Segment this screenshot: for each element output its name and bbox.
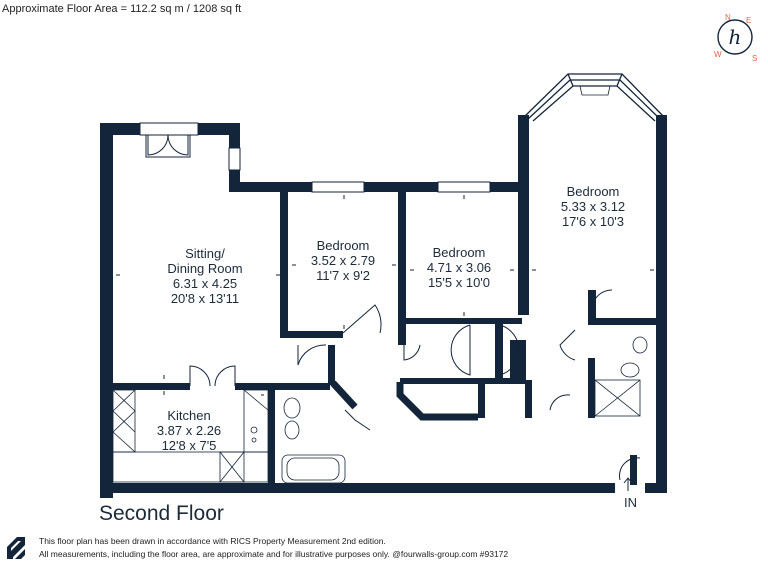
entrance-arrow-icon <box>623 477 633 491</box>
room-name: Sitting/ <box>185 246 225 261</box>
room-name: Bedroom <box>316 238 370 253</box>
dimension-ticks <box>116 195 654 396</box>
compass-s: S <box>752 54 757 63</box>
diagonal-walls <box>330 380 478 421</box>
fourwalls-logo-icon <box>7 537 25 559</box>
room-imperial: 17'6 x 10'3 <box>561 214 625 229</box>
room-metric: 4.71 x 3.06 <box>426 260 492 275</box>
room-name: Bedroom <box>432 245 486 260</box>
compass-e: E <box>746 16 751 25</box>
room-metric: 5.33 x 3.12 <box>560 199 626 214</box>
entrance-label: IN <box>624 495 637 510</box>
french-doors <box>145 134 191 158</box>
walls <box>100 115 667 498</box>
kitchen-units <box>112 389 269 483</box>
compass-monogram: h <box>729 25 742 49</box>
room-metric: 3.52 x 2.79 <box>310 253 376 268</box>
room-bedroom-2: Bedroom 4.71 x 3.06 15'5 x 10'0 <box>414 245 504 290</box>
room-imperial: 15'5 x 10'0 <box>427 275 491 290</box>
footer-line-2: All measurements, including the floor ar… <box>39 549 509 559</box>
floor-title: Second Floor <box>99 502 224 525</box>
room-metric: 3.87 x 2.26 <box>156 423 222 438</box>
room-imperial: 11'7 x 9'2 <box>316 268 370 283</box>
floor-area-caption: Approximate Floor Area = 112.2 sq m / 12… <box>2 3 242 15</box>
bathroom-fittings <box>281 336 648 484</box>
room-bedroom-1: Bedroom 3.52 x 2.79 11'7 x 9'2 <box>296 238 390 283</box>
footer-line-1: This floor plan has been drawn in accord… <box>39 536 386 546</box>
room-imperial: 12'8 x 7'5 <box>161 438 217 453</box>
room-metric: 6.31 x 4.25 <box>172 276 238 291</box>
room-name: Kitchen <box>167 408 211 423</box>
room-sitting-dining: Sitting/ Dining Room 6.31 x 4.25 20'8 x … <box>150 246 260 306</box>
compass-w: W <box>714 50 722 59</box>
compass-n: N <box>725 13 731 22</box>
room-name-line2: Dining Room <box>167 261 243 276</box>
windows <box>139 122 491 193</box>
bay-window <box>523 73 665 122</box>
compass-icon: h N E S W <box>714 13 757 63</box>
room-bedroom-3: Bedroom 5.33 x 3.12 17'6 x 10'3 <box>548 184 638 229</box>
room-imperial: 20'8 x 13'11 <box>170 291 240 306</box>
room-kitchen: Kitchen 3.87 x 2.26 12'8 x 7'5 <box>144 408 234 453</box>
room-name: Bedroom <box>566 184 620 199</box>
footer-disclaimer: This floor plan has been drawn in accord… <box>39 535 508 561</box>
door-swings <box>189 289 641 481</box>
